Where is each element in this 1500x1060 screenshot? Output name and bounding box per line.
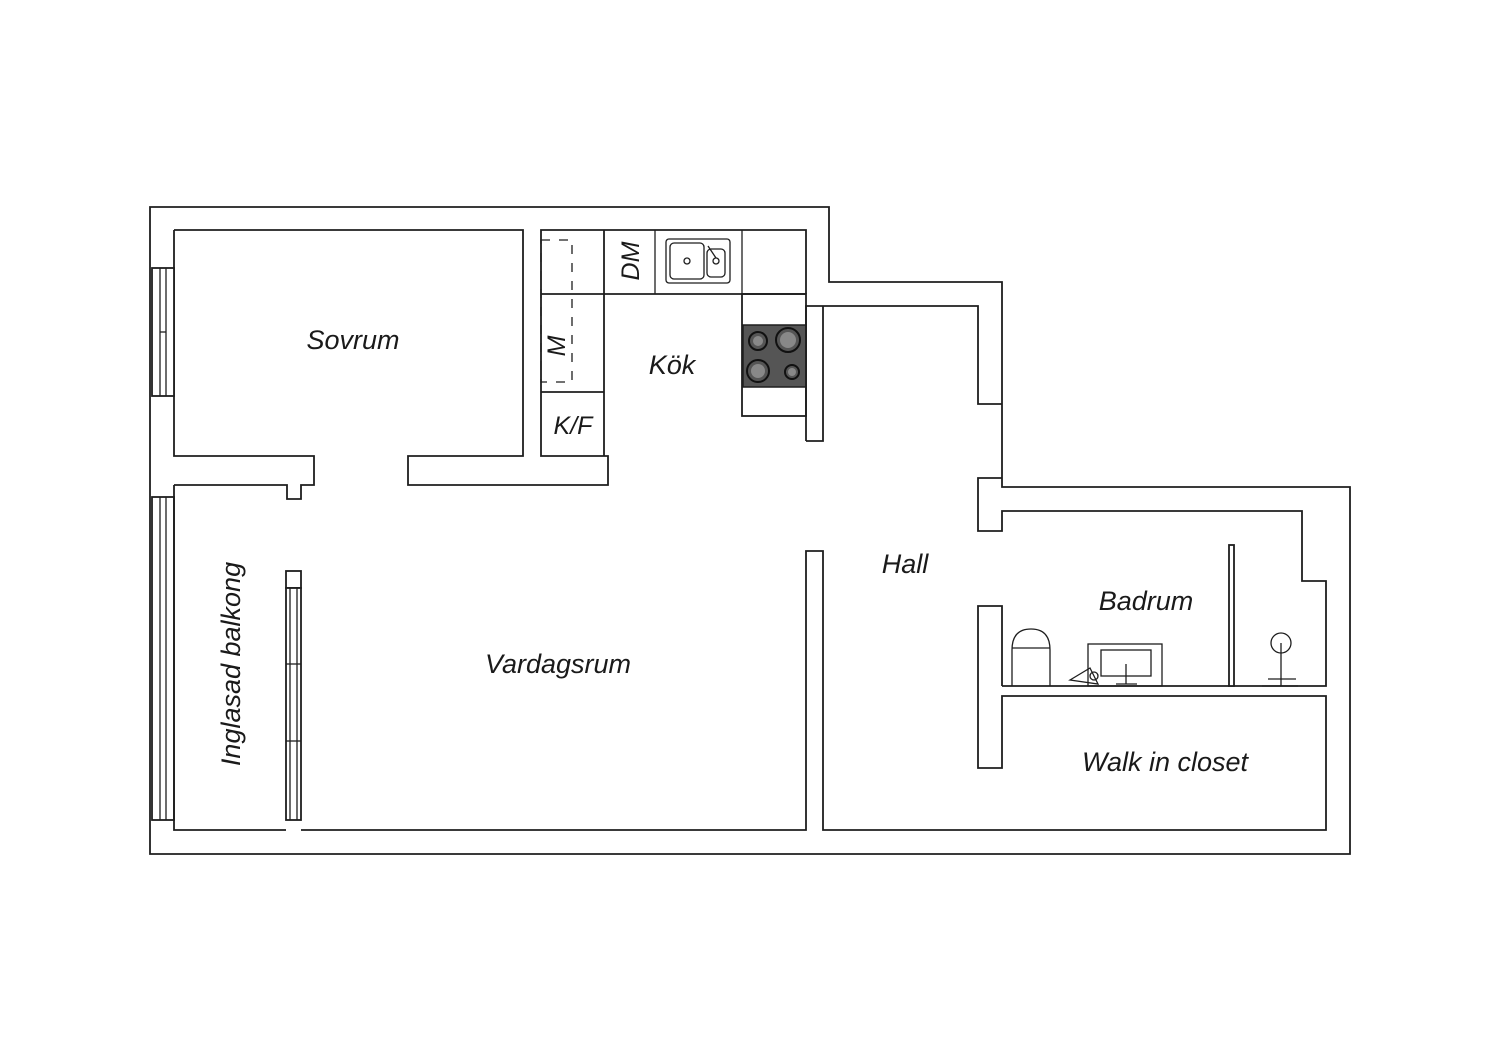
fixture-label-dm: DM — [617, 241, 645, 280]
sovrum-left-wall — [173, 230, 315, 500]
room-label-badrum: Badrum — [1099, 586, 1194, 616]
toilet-icon — [1011, 628, 1051, 686]
room-label-vardagsrum: Vardagsrum — [485, 649, 631, 679]
room-label-kok: Kök — [649, 350, 697, 380]
sink-icon — [665, 238, 731, 284]
balcony-glass-wall — [285, 570, 302, 821]
fixture-label-m: M — [543, 335, 571, 356]
room-label-inglasad-balkong: Inglasad balkong — [216, 562, 246, 766]
sovrum-walls — [174, 229, 807, 486]
fixture-label-kf: K/F — [554, 412, 595, 440]
stove-icon — [742, 324, 807, 388]
window-balkong — [151, 496, 175, 821]
hall-upper-walls — [805, 305, 1002, 442]
room-label-hall: Hall — [882, 549, 930, 579]
living-bottom-wall — [173, 485, 1327, 831]
window-sovrum — [151, 267, 175, 397]
hall-right-walls — [977, 477, 1327, 687]
room-label-walk-in-closet: Walk in closet — [1082, 747, 1250, 777]
room-label-sovrum: Sovrum — [306, 325, 399, 355]
washbasin-icon — [1068, 643, 1163, 687]
bathroom-glass — [1228, 544, 1235, 687]
outer-wall — [149, 206, 1351, 855]
shower-icon — [1262, 632, 1298, 687]
